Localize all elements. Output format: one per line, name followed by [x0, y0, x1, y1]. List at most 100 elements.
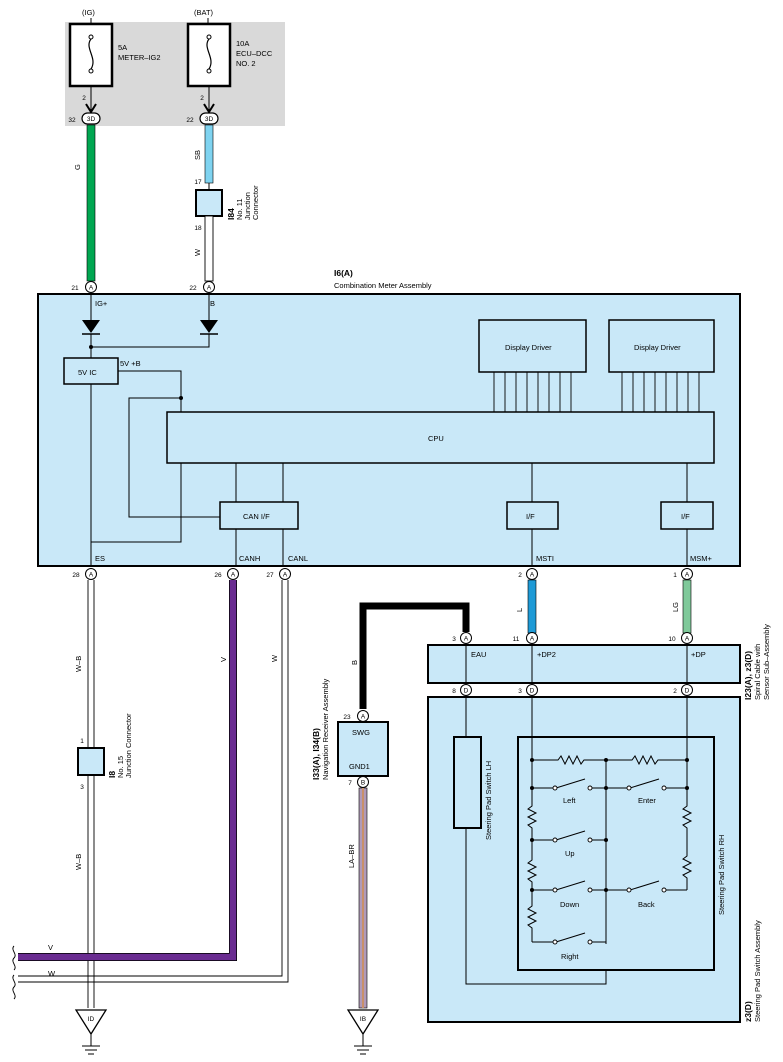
can-interface [219, 501, 299, 530]
display-driver-2-label: Display Driver [634, 343, 681, 352]
wire-w-label-b: W [193, 248, 202, 256]
ig-source-label: (IG) [82, 8, 95, 17]
wire-black [359, 602, 470, 709]
meter-id: I6(A) [334, 268, 353, 278]
fuse-bat-name2: NO. 2 [236, 59, 256, 68]
5v-ic-label: 5V IC [78, 368, 97, 377]
interface-msti [506, 501, 559, 530]
fuse-bat-name1: ECU–DCC [236, 49, 273, 58]
svg-text:A: A [464, 636, 469, 643]
can-if-label: CAN I/F [243, 512, 270, 521]
wire-white-b [204, 215, 214, 282]
nav-conn-gnd [357, 776, 369, 788]
if1-label: I/F [526, 512, 535, 521]
wire-white-black [87, 580, 95, 1008]
i8-pin-bot: 3 [80, 784, 84, 791]
nav-name: Navigation Receiver Assembly [321, 678, 330, 780]
junction-connector-i84 [195, 189, 223, 217]
spiral-pin-eau: 3 [452, 636, 456, 643]
fuse-bat-pin: 2 [200, 95, 204, 102]
svg-text:A: A [530, 636, 535, 643]
wire-white-canl [18, 580, 289, 983]
fuse-ig-pin: 2 [82, 95, 86, 102]
svg-text:A: A [530, 572, 535, 579]
meter-lbl-msm: MSM+ [690, 554, 712, 563]
conn-3d-bat-label: 3D [205, 116, 214, 123]
button-right-label: Right [561, 952, 579, 961]
display-driver-2 [608, 319, 715, 373]
nav-id: I33(A), I34(B) [311, 728, 321, 780]
navigation-receiver [337, 721, 389, 777]
meter-pin-es: 28 [72, 572, 80, 579]
meter-name: Combination Meter Assembly [334, 281, 432, 290]
i84-line1: No. 11 [235, 198, 244, 220]
meter-pin-canl: 27 [266, 572, 274, 579]
wire-v-label: V [219, 657, 228, 662]
meter-lbl-b: B [210, 299, 215, 308]
i84-pin-bot: 18 [194, 225, 202, 232]
switch-lh-label: Steering Pad Switch LH [484, 761, 493, 840]
switch-rh-circuit [526, 697, 693, 944]
svg-text:A: A [89, 285, 94, 292]
ground-id-label: ID [88, 1016, 95, 1023]
spiral-top-connectors [460, 632, 693, 644]
spiral-lbl-dp2: +DP2 [537, 650, 556, 659]
nav-lbl-gnd: GND1 [349, 762, 370, 771]
cpu [166, 411, 715, 464]
button-back-label: Back [638, 900, 655, 909]
svg-text:A: A [685, 636, 690, 643]
spiral-line2: Sensor Sub–Assembly [762, 624, 771, 700]
spiral-pin-b1: 8 [452, 688, 456, 695]
wire-light-green [682, 579, 692, 634]
i8-line1: No. 15 [116, 756, 125, 778]
meter-conn-b [203, 281, 215, 293]
wire-b-label: B [350, 660, 359, 665]
svg-text:A: A [89, 572, 94, 579]
svg-text:B: B [361, 780, 365, 787]
wire-blue [527, 579, 537, 634]
fuse-ecu-dcc [186, 22, 232, 88]
meter-conn-ig [85, 281, 97, 293]
i8-id: I8 [107, 771, 117, 778]
svg-text:D: D [464, 688, 469, 695]
svg-text:A: A [283, 572, 288, 579]
conn-3d-ig-label: 3D [87, 116, 96, 123]
display-driver-1-label: Display Driver [505, 343, 552, 352]
cpu-label: CPU [428, 434, 444, 443]
ground-id [74, 1009, 108, 1036]
display-bus-lines [493, 372, 700, 412]
meter-pin-msm: 1 [673, 572, 677, 579]
spiral-pin-dp: 10 [668, 636, 676, 643]
svg-text:A: A [685, 572, 690, 579]
connector-3d-ig [81, 112, 101, 125]
spiral-cable-assembly [427, 644, 741, 684]
ground-ib-label: IB [360, 1016, 366, 1023]
wire-green [86, 124, 96, 282]
switch-rh-nodes [530, 758, 689, 892]
bat-source-label: (BAT) [194, 8, 214, 17]
svg-text:A: A [361, 714, 366, 721]
diode-ig [82, 320, 100, 333]
display-driver-1 [478, 319, 587, 373]
i8-pin-top: 1 [80, 738, 84, 745]
meter-pin-canh: 26 [214, 572, 222, 579]
meter-lbl-msti: MSTI [536, 554, 554, 563]
spiral-bottom-connectors [460, 684, 693, 696]
meter-pin-ig: 21 [71, 285, 79, 292]
i84-pin-top: 17 [194, 179, 202, 186]
fuse-ig-amp: 5A [118, 43, 127, 52]
wire-wb-label-2: W–B [74, 854, 83, 870]
svg-text:A: A [207, 285, 212, 292]
svg-text:D: D [530, 688, 535, 695]
i84-id: I84 [226, 208, 236, 220]
wire-g-label: G [73, 164, 82, 170]
nav-pin-gnd: 7 [348, 780, 352, 787]
wire-sb-label: SB [193, 150, 202, 160]
spiral-lbl-eau: EAU [471, 650, 486, 659]
wire-lg-label: LG [671, 602, 680, 612]
steering-pad-switch-lh [453, 736, 482, 829]
spiral-lbl-dp: +DP [691, 650, 706, 659]
meter-lbl-canl: CANL [288, 554, 308, 563]
nav-lbl-swg: SWG [352, 728, 370, 737]
meter-lbl-es: ES [95, 554, 105, 563]
